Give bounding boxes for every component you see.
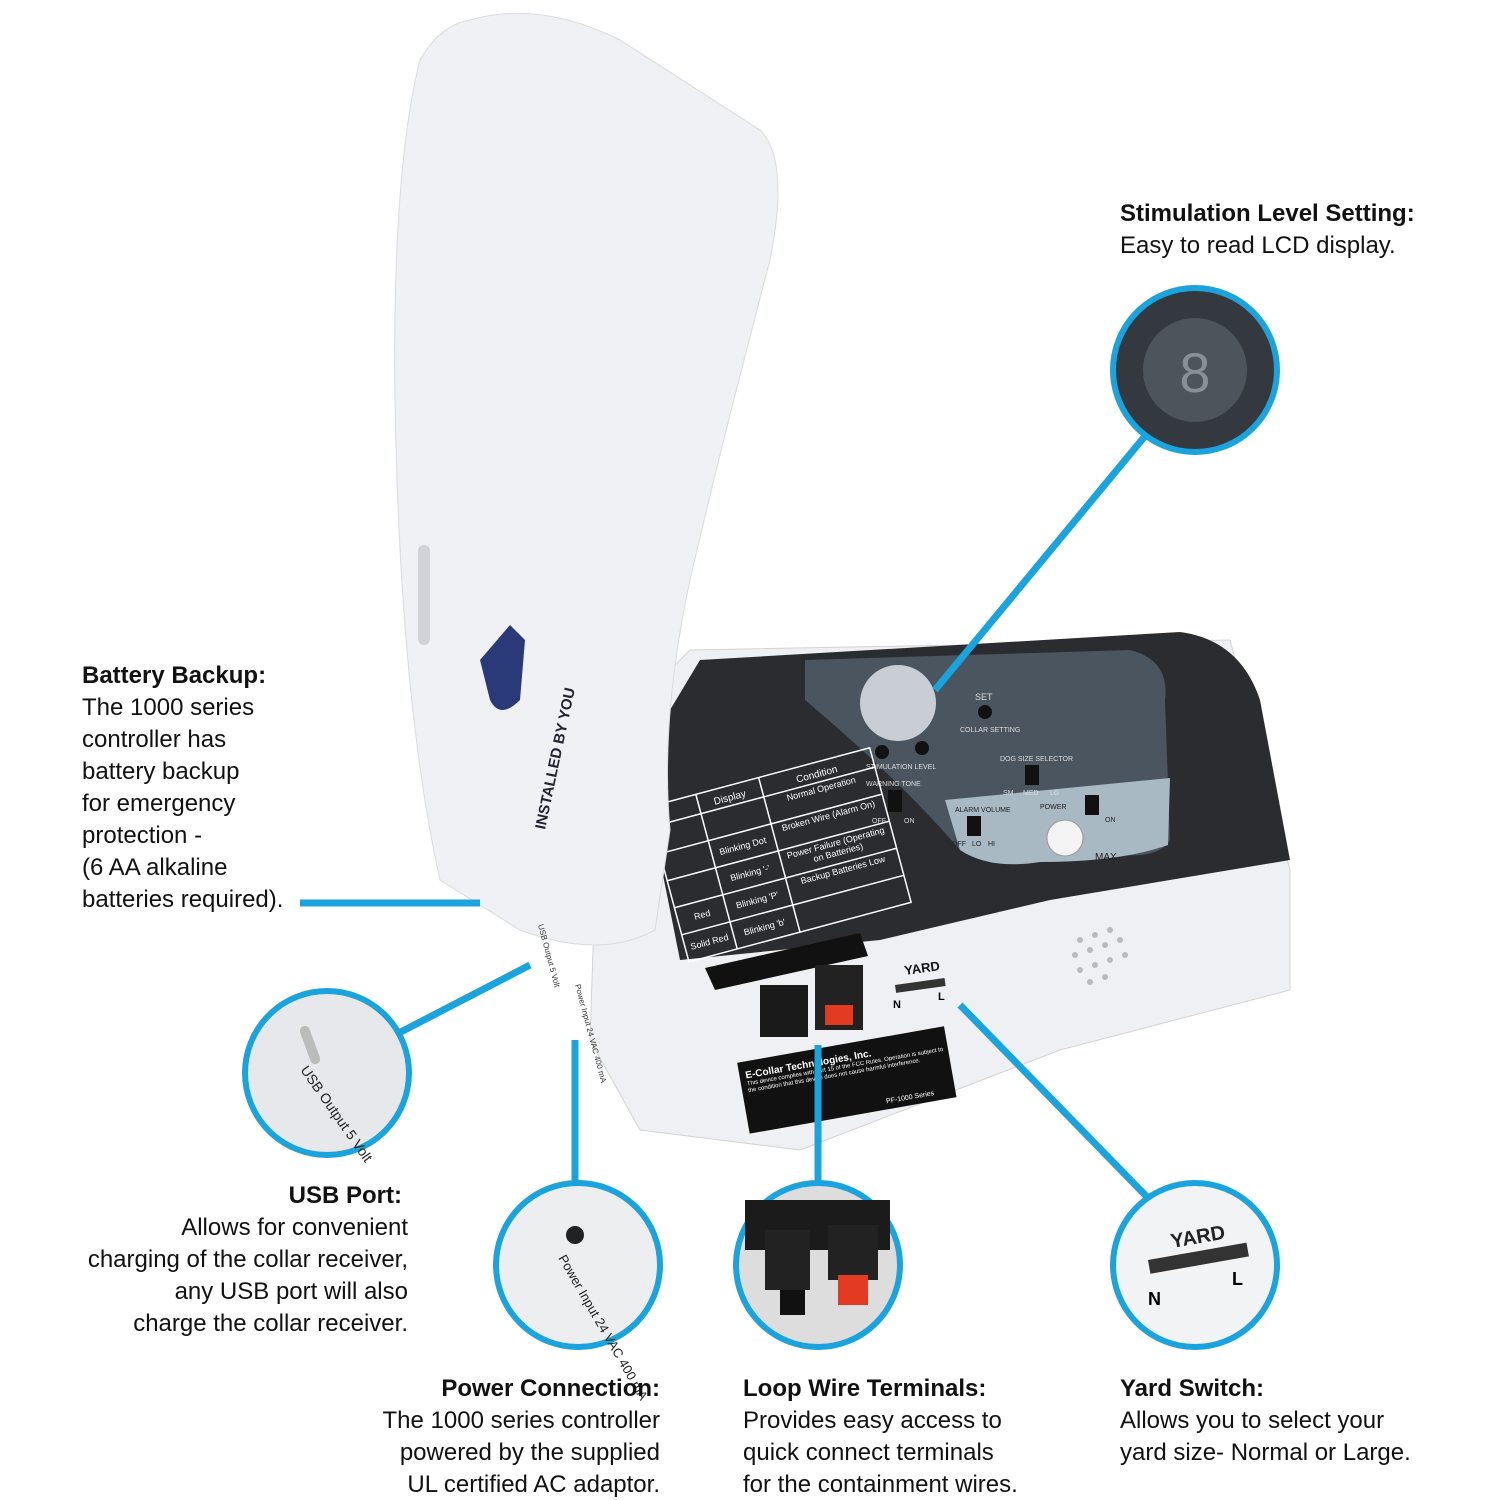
- lcd-zoom-circle: 8: [1110, 285, 1280, 455]
- logo-house-icon: [480, 625, 525, 710]
- warning-tone-on-label: ON: [904, 818, 915, 825]
- callout-desc: The 1000 series controller powered by th…: [382, 1407, 660, 1498]
- size-lg-label: LG: [1050, 790, 1059, 797]
- size-sm-label: SM: [1003, 790, 1014, 797]
- usb-zoom-circle: USB Output 5 Volt: [242, 988, 412, 1165]
- collar-setting-label: COLLAR SETTING: [960, 727, 1020, 734]
- stim-level-label: STIMULATION LEVEL: [866, 764, 936, 771]
- callout-stimulation: Stimulation Level Setting: Easy to read …: [1120, 198, 1415, 262]
- stim-up-button: [915, 741, 929, 755]
- device-lid: [394, 12, 779, 946]
- warning-tone-switch: [888, 790, 902, 812]
- speaker-grille: [1072, 927, 1128, 985]
- loop-terminal-black: [760, 985, 808, 1037]
- stimulation-knob: [1046, 819, 1084, 857]
- callout-title: Loop Wire Terminals:: [743, 1375, 987, 1402]
- terminal-bracket: [705, 933, 868, 990]
- yard-zoom-circle: YARD N L: [1110, 1180, 1280, 1350]
- volume-lo-label: LO: [972, 841, 982, 848]
- callout-loop: Loop Wire Terminals: Provides easy acces…: [743, 1373, 1018, 1500]
- callout-title: Stimulation Level Setting:: [1120, 200, 1415, 227]
- power-zoom-circle: Power Input 24 VAC 400 mA: [493, 1180, 663, 1403]
- lcd-digit: 8: [1179, 341, 1210, 404]
- warning-tone-label: WARNING TONE: [866, 781, 921, 788]
- yard-zoom-n: N: [1148, 1289, 1161, 1309]
- callout-title: Yard Switch:: [1120, 1375, 1265, 1402]
- set-label: SET: [975, 692, 993, 702]
- callout-title: USB Port:: [288, 1182, 402, 1209]
- alarm-volume-label: ALARM VOLUME: [955, 807, 1011, 814]
- set-button: [978, 705, 992, 719]
- yard-switch: [895, 978, 946, 993]
- callout-desc: Easy to read LCD display.: [1120, 232, 1396, 259]
- callout-desc: Allows for convenient charging of the co…: [87, 1214, 408, 1337]
- yard-n-label: N: [893, 999, 901, 1011]
- table-cell: Red: [693, 908, 712, 922]
- callout-title: Power Connection:: [441, 1375, 660, 1402]
- size-med-label: MED: [1023, 790, 1039, 797]
- volume-hi-label: HI: [988, 841, 995, 848]
- callout-yard: Yard Switch: Allows you to select your y…: [1120, 1373, 1411, 1469]
- stim-down-button: [875, 745, 889, 759]
- warning-tone-off-label: OFF: [872, 818, 886, 825]
- loop-terminal-red-tab: [825, 1005, 853, 1025]
- yard-label: YARD: [903, 958, 940, 978]
- loop-zoom-circle: [733, 1180, 903, 1350]
- lid-slot: [418, 545, 430, 645]
- power-switch: [1085, 795, 1099, 815]
- callout-lines: [300, 427, 1153, 1203]
- volume-off-label: OFF: [952, 841, 966, 848]
- callout-desc: Allows you to select your yard size- Nor…: [1120, 1407, 1411, 1466]
- max-label: MAX: [1095, 852, 1117, 863]
- power-label: POWER: [1040, 804, 1066, 811]
- dog-size-switch: [1025, 765, 1039, 785]
- callout-battery: Battery Backup: The 1000 series controll…: [82, 660, 283, 916]
- yard-l-label: L: [938, 991, 945, 1003]
- lcd-display: [860, 665, 936, 741]
- alarm-volume-switch: [967, 816, 981, 836]
- yard-zoom-l: L: [1232, 1269, 1243, 1289]
- dog-size-label: DOG SIZE SELECTOR: [1000, 756, 1073, 763]
- callout-desc: The 1000 series controller has battery b…: [82, 694, 284, 913]
- callout-usb: USB Port: Allows for convenient charging…: [88, 1180, 408, 1340]
- power-on-label: ON: [1105, 817, 1116, 824]
- callout-title: Battery Backup:: [82, 662, 267, 689]
- callout-desc: Provides easy access to quick connect te…: [743, 1407, 1018, 1498]
- callout-power: Power Connection: The 1000 series contro…: [383, 1373, 660, 1500]
